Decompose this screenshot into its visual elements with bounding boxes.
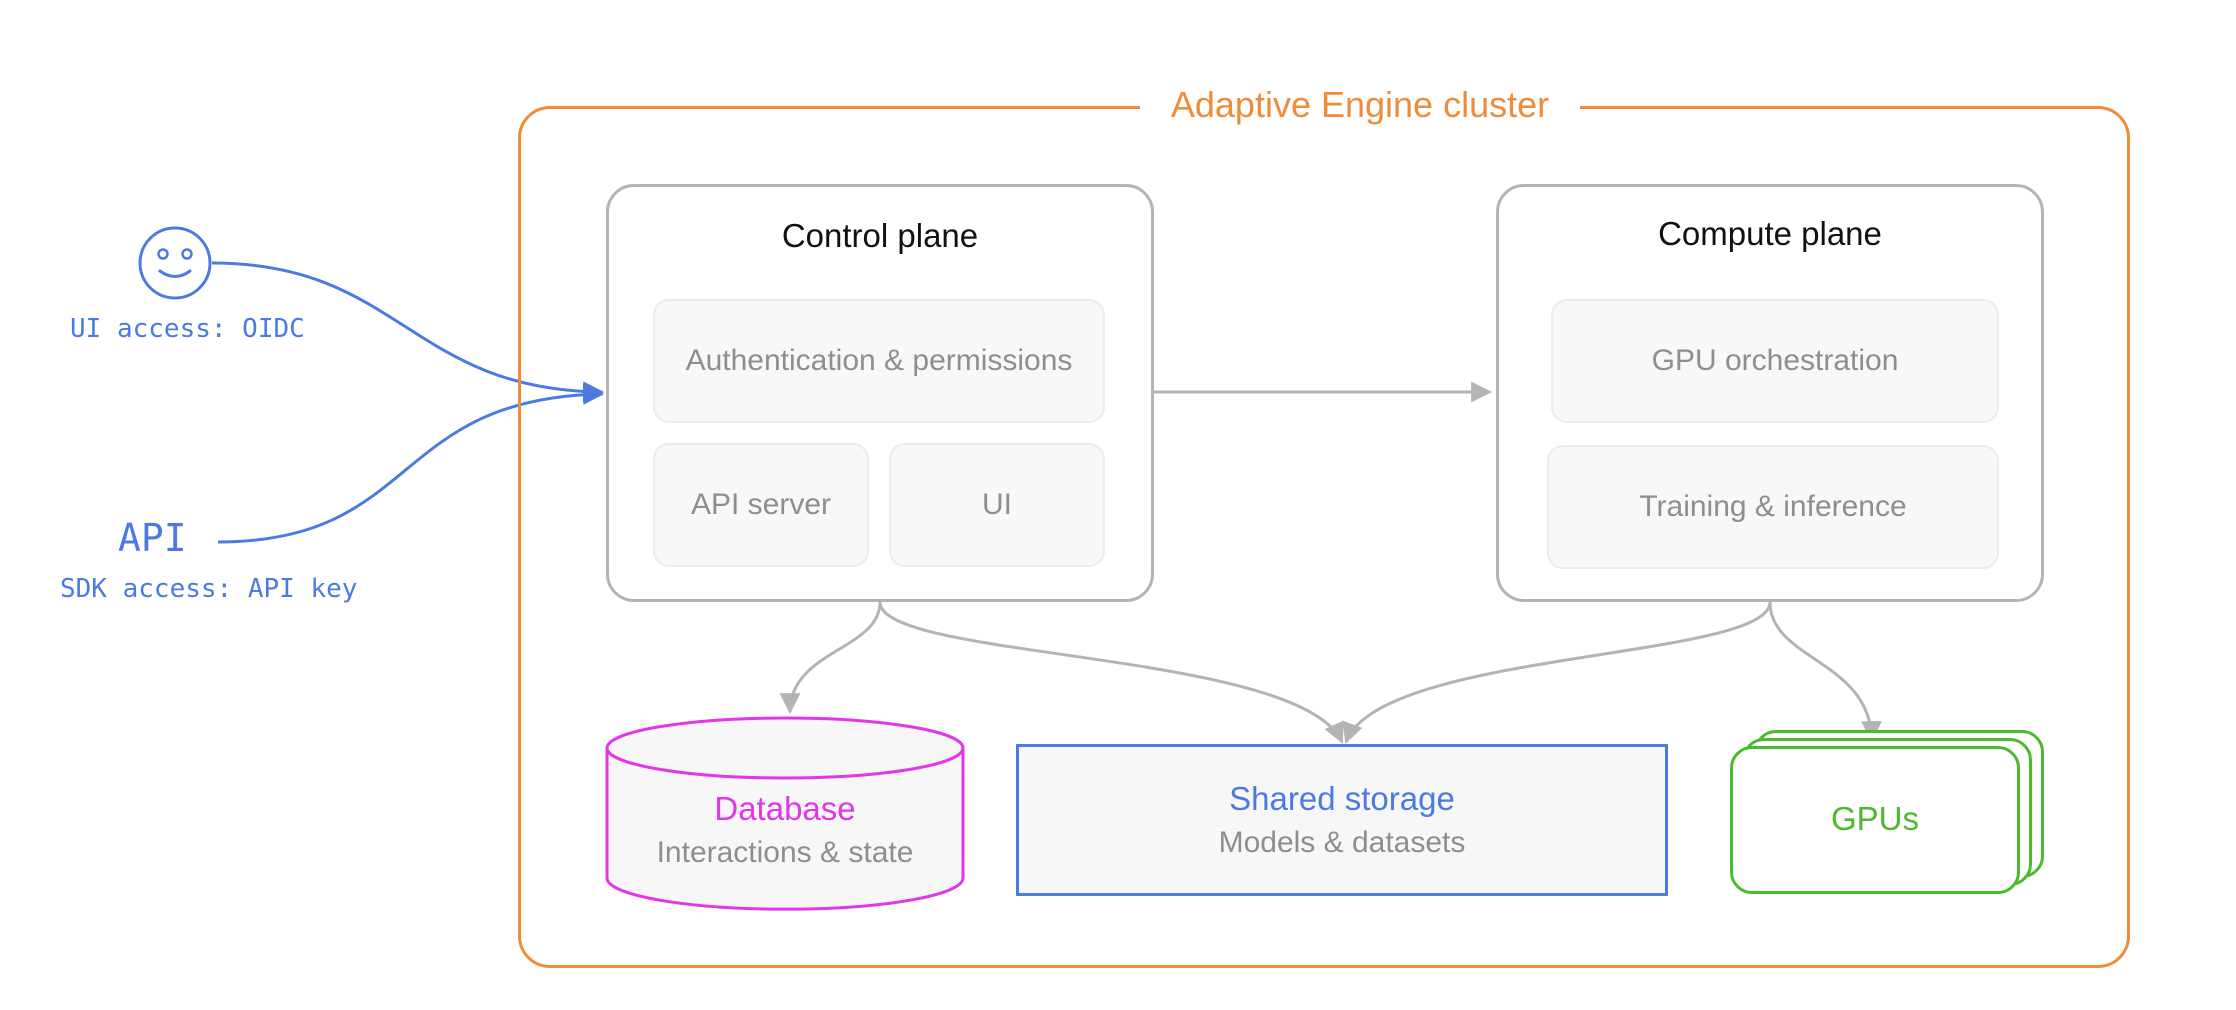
ui-access-arrow bbox=[211, 261, 605, 403]
gpu-card-front bbox=[1730, 746, 2020, 894]
compute-plane: Compute plane GPU orchestration Training… bbox=[1496, 184, 2044, 602]
ui-box: UI bbox=[889, 443, 1105, 567]
cluster-title: Adaptive Engine cluster bbox=[1140, 80, 1580, 130]
control-plane: Control plane Authentication & permissio… bbox=[606, 184, 1154, 602]
control-to-storage-arrow bbox=[878, 601, 1344, 744]
api-server-box: API server bbox=[653, 443, 869, 567]
database-cylinder bbox=[605, 716, 965, 911]
training-inference-box: Training & inference bbox=[1547, 445, 1999, 569]
shared-storage-title: Shared storage bbox=[1229, 780, 1455, 817]
api-access-arrow bbox=[217, 383, 605, 544]
control-to-database-arrow bbox=[779, 601, 882, 715]
shared-storage-subtitle: Models & datasets bbox=[1218, 826, 1466, 859]
control-plane-title: Control plane bbox=[781, 217, 979, 254]
compute-to-gpus-arrow bbox=[1768, 601, 1883, 743]
database-subtitle: Interactions & state bbox=[656, 836, 914, 869]
smiley-user-icon bbox=[138, 226, 212, 300]
auth-permissions-box: Authentication & permissions bbox=[653, 299, 1105, 423]
database-title: Database bbox=[714, 790, 856, 827]
gpu-orchestration-box: GPU orchestration bbox=[1551, 299, 1999, 423]
ui-access-label: UI access: OIDC bbox=[70, 314, 305, 344]
gpus-title: GPUs bbox=[1830, 800, 1919, 837]
compute-plane-title: Compute plane bbox=[1658, 215, 1882, 252]
shared-storage-box bbox=[1016, 744, 1668, 896]
sdk-access-label: SDK access: API key bbox=[60, 574, 358, 604]
compute-to-storage-arrow bbox=[1342, 601, 1772, 744]
api-title: API bbox=[118, 516, 187, 560]
